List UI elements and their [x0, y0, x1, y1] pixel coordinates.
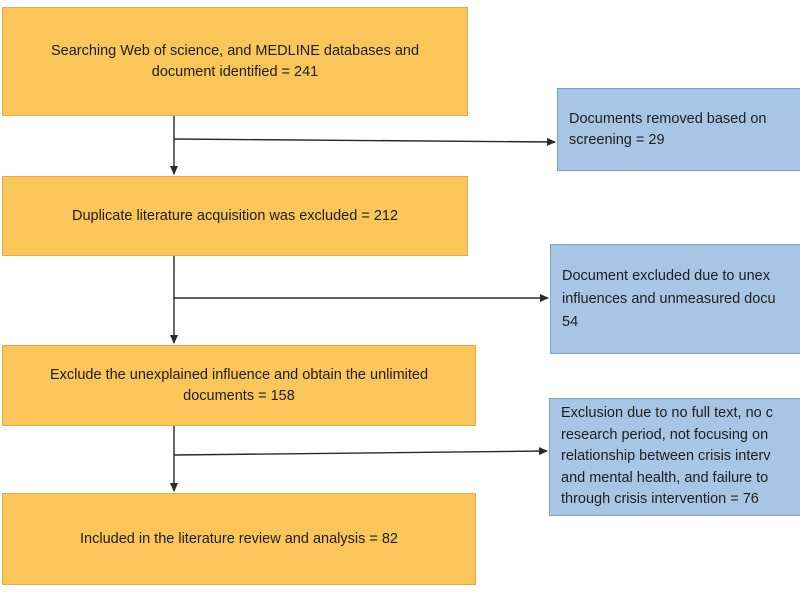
exclusion-box-2: Document excluded due to unex influences… — [550, 244, 800, 354]
step-included-text: Included in the literature review and an… — [80, 530, 398, 547]
exclusion-3-text-4: and mental health, and failure to — [561, 469, 769, 486]
exclusion-2-text-3: 54 — [562, 313, 579, 330]
step-included-box: Included in the literature review and an… — [2, 493, 476, 585]
exclusion-3-text-1: Exclusion due to no full text, no c — [561, 405, 773, 422]
exclusion-1-text-2: screening = 29 — [569, 131, 665, 148]
exclusion-box-1: Documents removed based on screening = 2… — [557, 88, 800, 171]
exclusion-1-text-1: Documents removed based on — [569, 110, 767, 127]
step-identification-box: Searching Web of science, and MEDLINE da… — [2, 7, 468, 116]
exclusion-box-3: Exclusion due to no full text, no c rese… — [549, 398, 800, 516]
exclusion-3-text-2: research period, not focusing on — [561, 426, 769, 443]
step-duplicates-box: Duplicate literature acquisition was exc… — [2, 176, 468, 256]
exclusion-2-text-1: Document excluded due to unex — [562, 267, 770, 284]
step-identification-text-2: document identified = 241 — [151, 63, 319, 80]
arrow-to-exclusion-3 — [173, 447, 548, 456]
step-identification-text-1: Searching Web of science, and MEDLINE da… — [50, 42, 420, 59]
step-duplicates-text: Duplicate literature acquisition was exc… — [71, 207, 399, 224]
exclusion-3-text-5: through crisis intervention = 76 — [561, 491, 759, 508]
arrow-to-exclusion-1 — [173, 137, 556, 146]
exclusion-3-text-3: relationship between crisis interv — [561, 448, 771, 465]
exclusion-2-text-2: influences and unmeasured docu — [562, 290, 776, 307]
step-screening-box: Exclude the unexplained influence and ob… — [2, 345, 476, 426]
step-screening-text-1: Exclude the unexplained influence and ob… — [49, 366, 429, 383]
step-screening-text-2: documents = 158 — [183, 387, 295, 404]
